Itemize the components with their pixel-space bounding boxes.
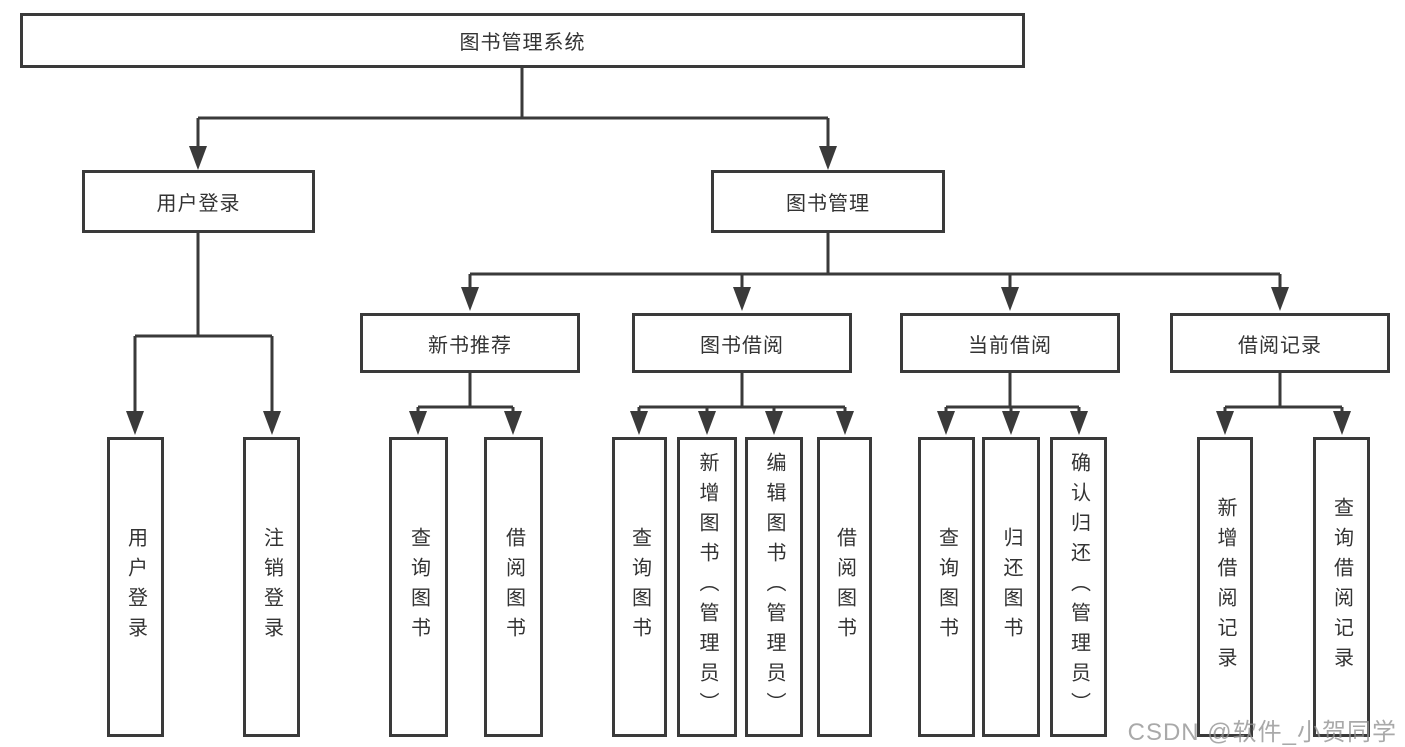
node-book-borrow: 图书借阅 bbox=[632, 313, 852, 373]
node-user-login: 用户登录 bbox=[82, 170, 315, 233]
leaf-current-confirm-return-admin: 确认归还（管理员） bbox=[1050, 437, 1107, 737]
leaf-borrow-edit-book-admin: 编辑图书（管理员） bbox=[745, 437, 803, 737]
node-book-management: 图书管理 bbox=[711, 170, 945, 233]
leaf-record-add-record: 新增借阅记录 bbox=[1197, 437, 1253, 737]
leaf-recommend-borrow-book: 借阅图书 bbox=[484, 437, 543, 737]
leaf-borrow-add-book-admin: 新增图书（管理员） bbox=[677, 437, 737, 737]
leaf-recommend-query-book: 查询图书 bbox=[389, 437, 448, 737]
node-current-borrow: 当前借阅 bbox=[900, 313, 1120, 373]
leaf-user-login: 用户登录 bbox=[107, 437, 164, 737]
node-root: 图书管理系统 bbox=[20, 13, 1025, 68]
leaf-record-query-record: 查询借阅记录 bbox=[1313, 437, 1370, 737]
leaf-current-query-book: 查询图书 bbox=[918, 437, 975, 737]
leaf-logout: 注销登录 bbox=[243, 437, 300, 737]
csdn-watermark: CSDN @软件_小贺同学 bbox=[1127, 719, 1397, 746]
node-borrow-record: 借阅记录 bbox=[1170, 313, 1390, 373]
leaf-borrow-query-book: 查询图书 bbox=[612, 437, 667, 737]
node-new-book-recommend: 新书推荐 bbox=[360, 313, 580, 373]
leaf-current-return-book: 归还图书 bbox=[982, 437, 1040, 737]
leaf-borrow-borrow-book: 借阅图书 bbox=[817, 437, 872, 737]
